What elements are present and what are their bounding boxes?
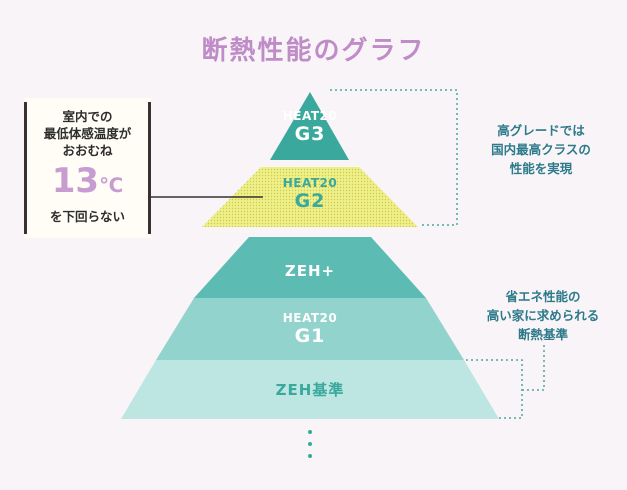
note-top: 高グレードでは 国内最高クラスの 性能を実現 bbox=[491, 123, 591, 176]
label-g1-big: G1 bbox=[294, 325, 326, 347]
callout-line3: おおむね bbox=[62, 143, 113, 158]
callout-bar-right bbox=[148, 102, 151, 234]
note-bottom: 省エネ性能の 高い家に求められる 断熱基準 bbox=[486, 289, 600, 342]
label-g1: HEAT20 G1 bbox=[250, 311, 370, 347]
page-title: 断熱性能のグラフ bbox=[201, 36, 426, 66]
temperature-unit: ℃ bbox=[99, 173, 124, 197]
bracket-top bbox=[330, 89, 458, 226]
label-g2-big: G2 bbox=[294, 190, 326, 212]
label-zeh-base: ZEH基準 bbox=[275, 381, 345, 399]
continuation-dot bbox=[308, 430, 312, 434]
label-g1-small: HEAT20 bbox=[282, 311, 338, 325]
continuation-dot bbox=[308, 454, 312, 458]
callout-line2: 最低体感温度が bbox=[43, 126, 132, 141]
bracket-bottom-outer bbox=[466, 359, 523, 419]
callout-line1: 室内での bbox=[62, 109, 113, 124]
tier-g3 bbox=[270, 92, 349, 160]
callout-bar-left bbox=[24, 102, 27, 234]
temperature-callout: 室内での 最低体感温度が おおむね 13℃ を下回らない bbox=[24, 98, 151, 238]
label-g3-big: G3 bbox=[294, 123, 326, 145]
tier-g1 bbox=[156, 298, 464, 360]
label-g3: HEAT20 G3 bbox=[270, 109, 350, 145]
bracket-bottom-inner bbox=[522, 344, 545, 391]
label-g2-small: HEAT20 bbox=[282, 176, 338, 190]
tier-zeh-plus bbox=[194, 237, 426, 298]
callout-line4: を下回らない bbox=[49, 209, 125, 224]
tier-zeh-base bbox=[121, 360, 499, 419]
label-g2: HEAT20 G2 bbox=[260, 176, 360, 212]
temperature-value: 13 bbox=[51, 161, 100, 201]
label-g3-small: HEAT20 bbox=[282, 109, 338, 123]
callout-temperature: 13℃ bbox=[24, 162, 151, 204]
tier-g2 bbox=[202, 167, 418, 227]
continuation-dot bbox=[308, 442, 312, 446]
label-zeh-plus: ZEH+ bbox=[284, 262, 336, 280]
